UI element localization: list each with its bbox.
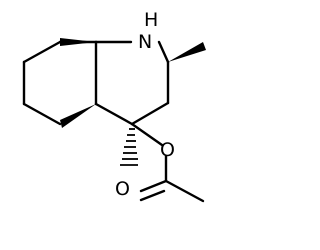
double-bond-inner: [139, 189, 166, 202]
bond-c4-o: [130, 122, 164, 147]
bond-carbonyl-methyl: [164, 179, 205, 203]
heterocycle-ring: [94, 40, 170, 126]
bond-c4-c4a: [94, 102, 134, 126]
bond-c6-c5: [22, 102, 62, 126]
ester-oxygen-label: O: [160, 139, 175, 161]
hydrogen-label: H: [144, 9, 158, 31]
double-bond-outer: [139, 179, 168, 193]
chemical-structure: N H O O: [0, 0, 250, 250]
bond-c3-c4: [130, 101, 170, 126]
canvas-background: [0, 0, 250, 250]
hash-bond-c4-methyl: [120, 128, 138, 166]
carbonyl-oxygen-label: O: [115, 178, 130, 200]
acetate-group: [130, 122, 205, 203]
nitrogen-label: N: [138, 31, 152, 53]
bond-c8-c7: [22, 40, 62, 64]
wedge-bond-c2-methyl: [168, 42, 206, 62]
bond-n1-c2: [157, 40, 170, 64]
wedge-bond-c8a-c8: [60, 38, 96, 46]
wedge-bond-c4a-c5: [60, 104, 96, 128]
